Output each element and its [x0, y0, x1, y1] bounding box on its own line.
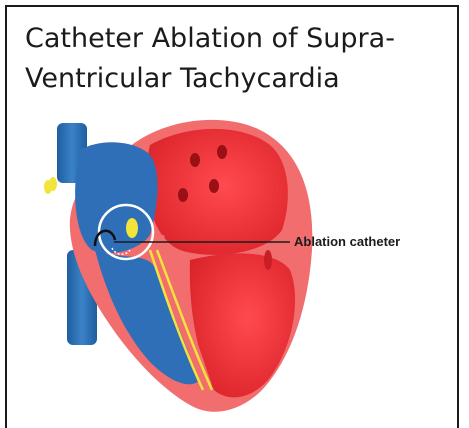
pulmonary-vein-opening — [178, 188, 188, 202]
pulmonary-vein-opening — [190, 153, 200, 167]
av-node — [126, 218, 138, 238]
pulmonary-vein-opening — [209, 179, 219, 193]
heart-diagram: Ablation catheter — [0, 100, 469, 428]
figure-title: Catheter Ablation of Supra- Ventricular … — [25, 19, 455, 99]
wall-detail — [264, 250, 272, 270]
left-atrium — [146, 129, 288, 255]
pulmonary-vein-opening — [217, 145, 227, 159]
sa-node — [49, 177, 57, 191]
title-line-2: Ventricular Tachycardia — [25, 59, 455, 99]
ablation-catheter-label: Ablation catheter — [294, 234, 400, 249]
right-atrium — [75, 142, 157, 253]
title-line-1: Catheter Ablation of Supra- — [25, 19, 455, 59]
